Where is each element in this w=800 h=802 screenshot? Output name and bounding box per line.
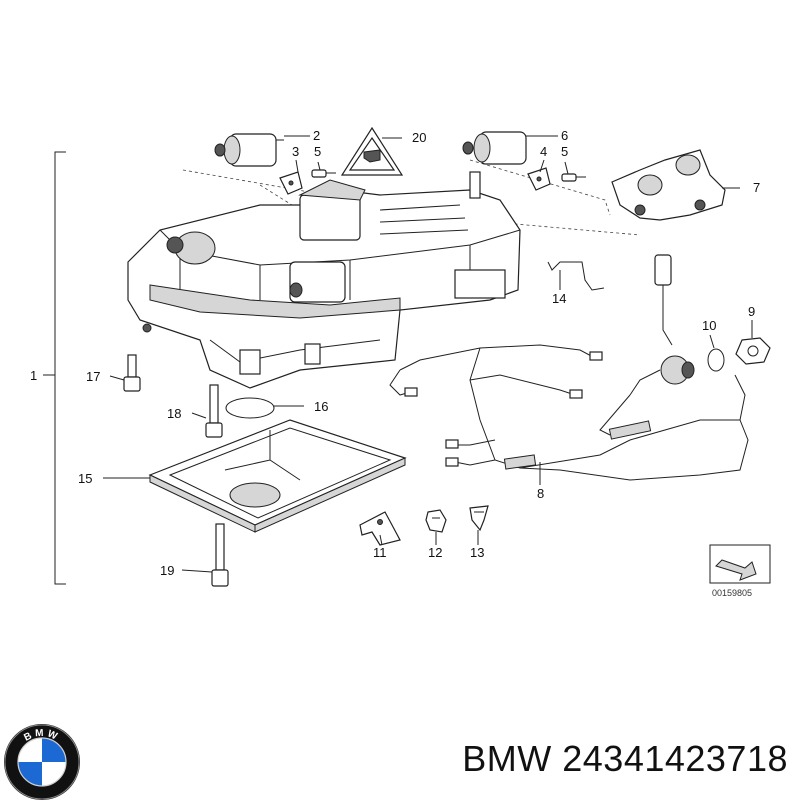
part-number-title: BMW 24341423718 — [462, 738, 788, 779]
hex-nut-9 — [735, 337, 771, 365]
svg-text:BMW: BMW — [22, 728, 61, 744]
callout-2: 2 — [313, 128, 320, 143]
o-ring-16 — [225, 397, 275, 419]
bmw-logo: BMW — [4, 724, 80, 800]
callout-9: 9 — [748, 304, 755, 319]
dashed-leader-lines — [182, 159, 641, 236]
callout-labels: 1 2 3 4 5 5 6 7 8 9 10 11 12 13 14 15 16… — [30, 128, 760, 578]
callout-11: 11 — [373, 545, 387, 560]
bolt-19 — [211, 523, 229, 587]
callout-12: 12 — [428, 545, 442, 560]
bolt-18 — [205, 384, 223, 438]
clamp-11 — [359, 511, 401, 546]
callout-8: 8 — [537, 486, 544, 501]
callout-15: 15 — [78, 471, 92, 486]
bolt-17 — [123, 354, 141, 392]
temperature-sensor-10 — [629, 254, 695, 396]
screw-5b — [561, 173, 586, 182]
solenoid-valve-6 — [462, 131, 527, 165]
callout-7: 7 — [753, 180, 760, 195]
callout-18: 18 — [167, 406, 181, 421]
oil-filter-15 — [148, 419, 407, 533]
clip-13 — [469, 505, 489, 532]
valve-body-housing — [127, 171, 521, 389]
callout-leader-lines — [103, 135, 753, 573]
callout-20: 20 — [412, 130, 426, 145]
callout-1: 1 — [30, 368, 37, 383]
clip-3 — [279, 171, 303, 195]
solenoid-valve-2 — [214, 133, 284, 167]
diagram-reference-box: 00159805 — [709, 544, 771, 598]
clip-4 — [527, 167, 551, 191]
exploded-parts-diagram: 1 2 3 4 5 5 6 7 8 9 10 11 12 13 14 15 16… — [30, 126, 771, 598]
callout-17: 17 — [86, 369, 100, 384]
clip-12 — [425, 509, 447, 533]
callout-4: 4 — [540, 144, 547, 159]
callout-6: 6 — [561, 128, 568, 143]
callout-19: 19 — [160, 563, 174, 578]
diagram-reference-number: 00159805 — [712, 588, 752, 598]
wiring-harness-8 — [389, 344, 749, 481]
assembly-bracket — [43, 151, 66, 585]
screw-5a — [311, 169, 336, 178]
seal-ring-10 — [707, 348, 725, 372]
pressure-regulator-7 — [611, 149, 740, 221]
bmw-logo-text: BMW — [22, 728, 58, 744]
callout-16: 16 — [314, 399, 328, 414]
warning-label-triangle-20 — [340, 126, 404, 176]
wire-clip-14 — [547, 261, 605, 291]
callout-10: 10 — [702, 318, 716, 333]
callout-3: 3 — [292, 144, 299, 159]
callout-14: 14 — [552, 291, 566, 306]
callout-5b: 5 — [561, 144, 568, 159]
callout-5a: 5 — [314, 144, 321, 159]
callout-13: 13 — [470, 545, 484, 560]
